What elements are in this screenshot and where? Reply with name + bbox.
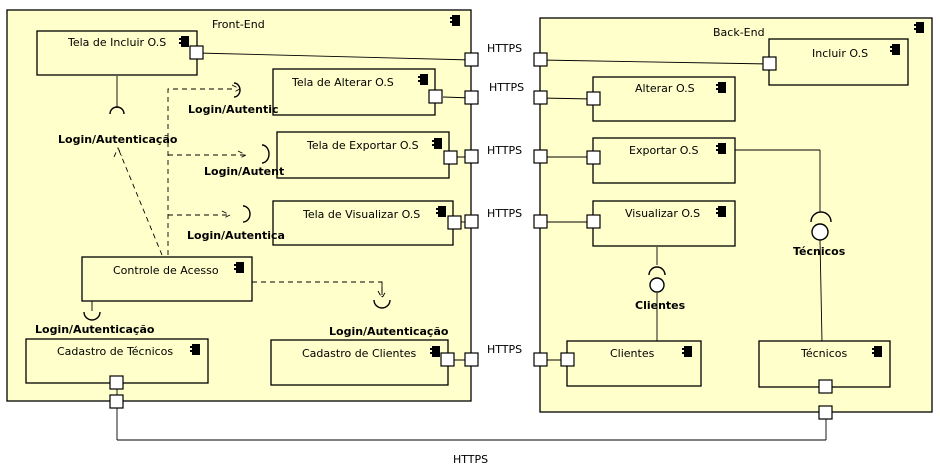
login-label-clientes: Login/Autenticação — [329, 325, 449, 338]
login-label-incluir: Login/Autenticação — [58, 133, 178, 146]
login-label-alterar: Login/Autentic — [188, 103, 279, 116]
login-label-tecnicos: Login/Autenticação — [35, 323, 155, 336]
socket-icon — [233, 82, 241, 98]
tecnicos-label: Técnicos — [800, 347, 847, 360]
socket-icon — [810, 211, 832, 223]
https-label-3: HTTPS — [487, 144, 522, 157]
cadastro-clientes-component[interactable]: Cadastro de Clientes — [270, 339, 449, 386]
clientes-label: Clientes — [610, 347, 655, 360]
clientes-component[interactable]: Clientes — [566, 340, 702, 387]
socket-icon — [109, 106, 125, 115]
required-interfaces — [83, 82, 832, 321]
cadastro-tecnicos-label: Cadastro de Técnicos — [57, 345, 173, 358]
socket-icon — [261, 144, 270, 164]
tela-alterar-os-component[interactable]: Tela de Alterar O.S — [272, 68, 436, 116]
https-label-bottom: HTTPS — [453, 453, 488, 466]
clientes-interface-label: Clientes — [635, 299, 686, 312]
tela-visualizar-os-label: Tela de Visualizar O.S — [302, 208, 420, 221]
https-label-2: HTTPS — [489, 81, 524, 94]
ports — [109, 45, 833, 420]
alterar-os-label: Alterar O.S — [635, 82, 695, 95]
https-label-1: HTTPS — [487, 42, 522, 55]
socket-icon — [83, 311, 101, 321]
backend-package-label: Back-End — [713, 26, 765, 39]
frontend-package-label: Front-End — [212, 18, 265, 31]
tecnicos-component[interactable]: Técnicos — [758, 340, 891, 388]
exportar-os-label: Exportar O.S — [629, 144, 698, 157]
connection-lines — [91, 52, 827, 441]
tecnicos-interface-label: Técnicos — [793, 245, 846, 258]
alterar-os-component[interactable]: Alterar O.S — [592, 76, 736, 122]
interface-ball-icon — [811, 223, 829, 241]
tela-exportar-os-label: Tela de Exportar O.S — [306, 139, 419, 152]
login-label-exportar: Login/Autent — [204, 165, 284, 178]
visualizar-os-label: Visualizar O.S — [625, 207, 700, 220]
tela-visualizar-os-component[interactable]: Tela de Visualizar O.S — [272, 200, 454, 246]
socket-icon — [242, 205, 251, 223]
provided-interfaces — [649, 223, 829, 293]
https-label-5: HTTPS — [487, 343, 522, 356]
cadastro-clientes-label: Cadastro de Clientes — [302, 347, 417, 360]
tela-alterar-os-label: Tela de Alterar O.S — [291, 76, 394, 89]
incluir-os-label: Incluir O.S — [812, 47, 868, 60]
controle-acesso-label: Controle de Acesso — [113, 264, 219, 277]
login-label-visualizar: Login/Autentica — [187, 229, 285, 242]
socket-icon — [648, 266, 666, 276]
visualizar-os-component[interactable]: Visualizar O.S — [592, 200, 736, 247]
interface-ball-icon — [649, 277, 665, 293]
tela-exportar-os-component[interactable]: Tela de Exportar O.S — [276, 131, 450, 179]
socket-icon — [373, 299, 391, 309]
incluir-os-component[interactable]: Incluir O.S — [768, 38, 909, 86]
https-label-4: HTTPS — [487, 207, 522, 220]
exportar-os-component[interactable]: Exportar O.S — [592, 137, 736, 184]
controle-acesso-component[interactable]: Controle de Acesso — [81, 256, 253, 302]
tela-incluir-os-component[interactable]: Tela de Incluir O.S — [36, 30, 198, 76]
tela-incluir-os-label: Tela de Incluir O.S — [67, 36, 166, 49]
